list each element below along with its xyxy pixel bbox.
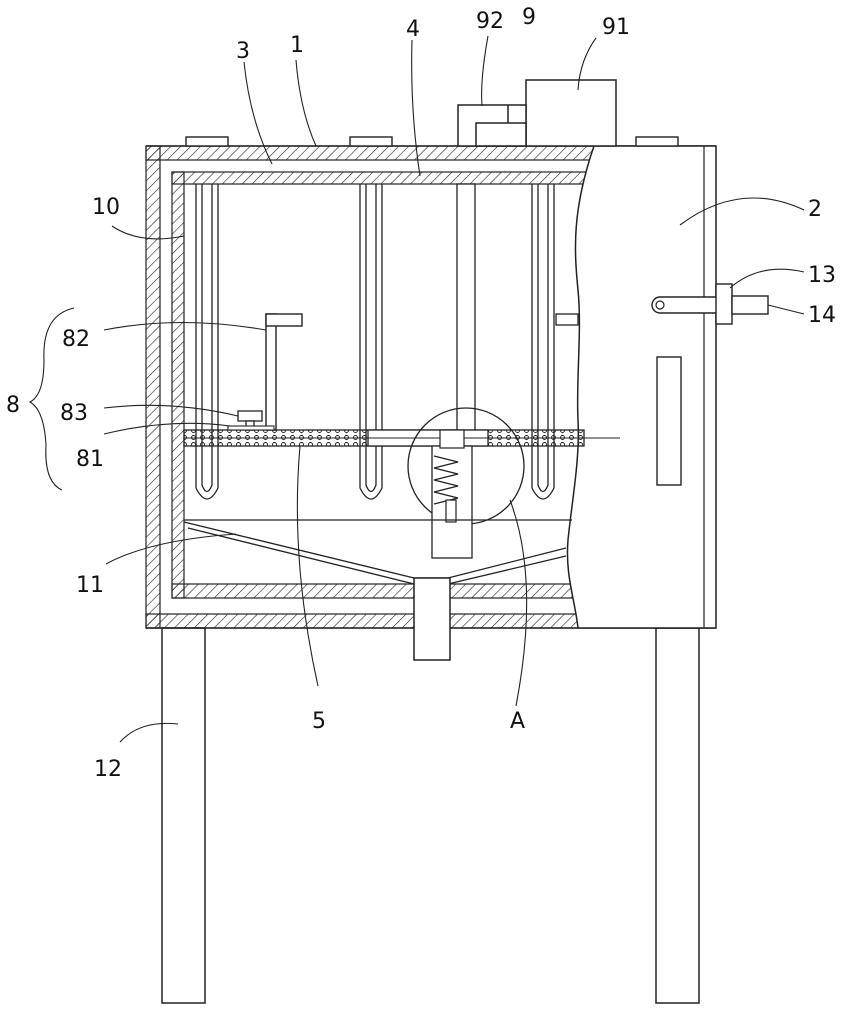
left-wall — [146, 146, 160, 628]
label-91: 91 — [602, 15, 630, 40]
left-leg — [162, 628, 205, 1003]
collection-funnel — [184, 520, 572, 584]
label-3: 3 — [236, 39, 250, 64]
label-11: 11 — [76, 573, 104, 598]
label-2: 2 — [808, 197, 822, 222]
label-5: 5 — [312, 709, 326, 734]
latch-pin — [732, 296, 768, 314]
label-10: 10 — [92, 195, 120, 220]
heater-tubes — [196, 184, 554, 499]
right-bracket — [556, 314, 578, 325]
door-window — [657, 357, 681, 485]
label-12: 12 — [94, 757, 122, 782]
drain-pipe — [414, 578, 450, 660]
support-legs — [162, 628, 699, 1003]
right-leg — [656, 628, 699, 1003]
label-82: 82 — [62, 327, 90, 352]
bottom-wall — [146, 614, 578, 628]
label-A: A — [510, 709, 525, 734]
center-shaft — [457, 184, 475, 432]
label-14: 14 — [808, 303, 836, 328]
label-8: 8 — [6, 393, 20, 418]
label-9: 9 — [522, 5, 536, 30]
label-92: 92 — [476, 9, 504, 34]
door-panel — [567, 146, 716, 628]
latch-block — [716, 284, 732, 324]
label-83: 83 — [60, 401, 88, 426]
lift-handle-82 — [266, 314, 302, 430]
label-1: 1 — [290, 33, 304, 58]
base-plate-81 — [228, 426, 274, 430]
perforated-tray — [184, 430, 620, 446]
inner-bottom-liner — [172, 584, 578, 598]
label-81: 81 — [76, 447, 104, 472]
label-13: 13 — [808, 263, 836, 288]
label-4: 4 — [406, 17, 420, 42]
top-wall — [146, 146, 594, 160]
inner-top-liner — [172, 172, 586, 184]
motor-91 — [526, 80, 616, 146]
